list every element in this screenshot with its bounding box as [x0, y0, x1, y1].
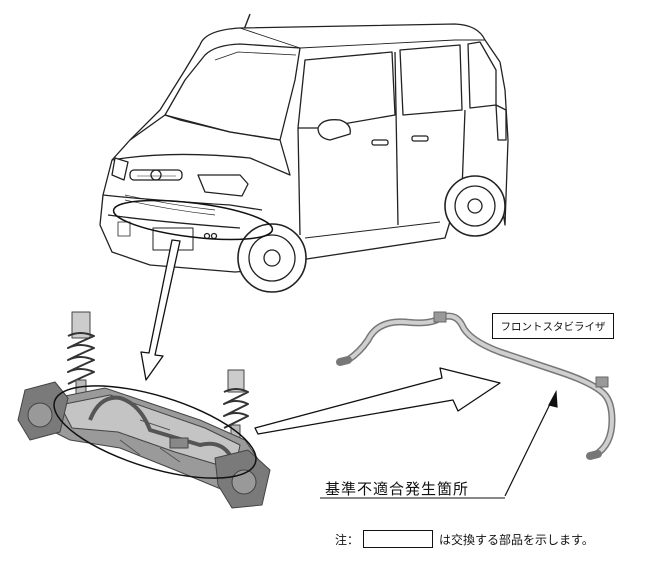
legend-note: 注： は交換する部品を示します。: [335, 530, 594, 548]
bumper-highlight-ellipse: [112, 199, 274, 241]
defect-location-label: 基準不適合発生箇所: [325, 480, 470, 498]
note-prefix: 注：: [335, 532, 360, 547]
part-name-label: フロントスタビライザ: [492, 313, 614, 339]
callout-arrow-right: [254, 367, 501, 435]
vehicle-illustration: [99, 13, 509, 293]
front-suspension-illustration: [17, 311, 271, 509]
callout-arrow-down: [140, 239, 181, 381]
defect-pointer-arrow: [504, 389, 558, 497]
note-suffix: は交換する部品を示します。: [439, 532, 594, 547]
front-stabilizer-illustration: [336, 311, 616, 460]
stabilizer-highlight-ellipse: [53, 385, 257, 479]
note-legend-box: [363, 530, 434, 548]
